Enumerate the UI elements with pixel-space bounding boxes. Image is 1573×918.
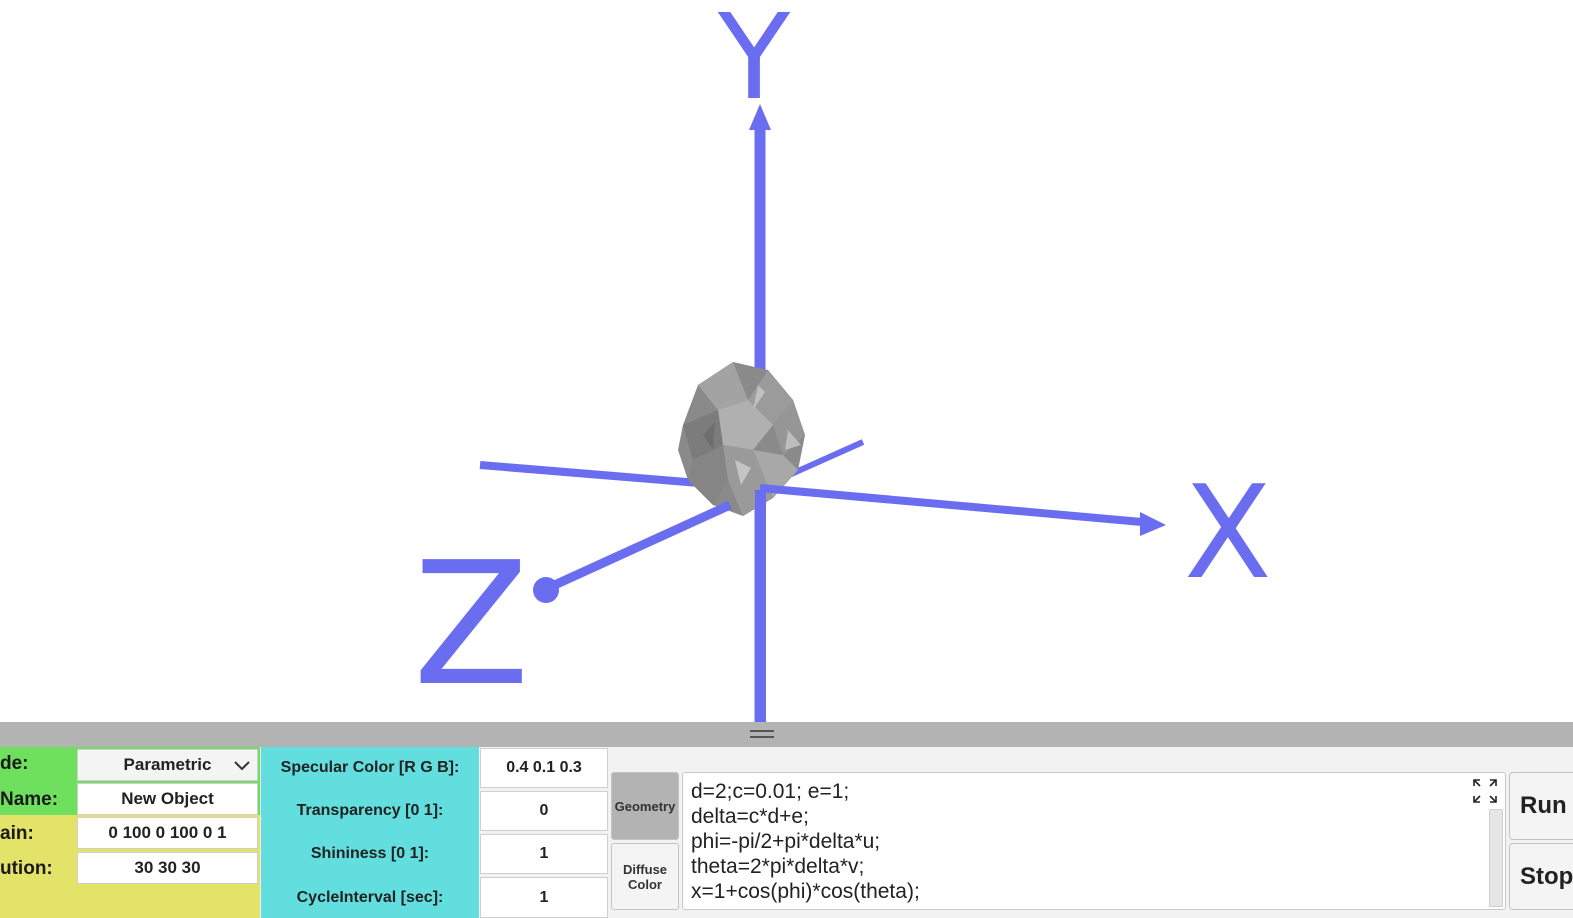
3d-viewport[interactable]: Y X Z (0, 0, 1573, 722)
editor-panel: de: Parametric Name: New Object ain: 0 1… (0, 747, 1573, 918)
z-axis-positive (546, 500, 732, 593)
panel-splitter[interactable] (0, 722, 1573, 747)
name-field[interactable]: New Object (77, 783, 258, 815)
y-axis-lower (755, 490, 766, 722)
chevron-down-icon (234, 761, 250, 771)
z-axis-cap (533, 577, 559, 603)
x-axis-positive (759, 484, 1143, 526)
diffuse-tab-label-line2: Color (628, 876, 662, 892)
code-line: theta=2*pi*delta*v; (691, 855, 865, 878)
expand-icon[interactable] (1471, 777, 1499, 805)
geometry-tab[interactable]: Geometry (611, 772, 679, 840)
diffuse-color-tab[interactable]: Diffuse Color (611, 843, 679, 910)
code-scrollbar[interactable] (1489, 809, 1503, 907)
shininess-label: Shininess [0 1]: (310, 845, 430, 862)
resolution-label: ution: (0, 858, 53, 879)
code-line: x=1+cos(phi)*cos(theta); (691, 880, 920, 903)
cycle-interval-field[interactable]: 1 (480, 877, 608, 918)
stop-button[interactable]: Stop (1509, 843, 1573, 910)
x-axis-arrow (1140, 512, 1166, 536)
splitter-grip-icon[interactable] (750, 730, 774, 738)
scene-canvas[interactable] (0, 0, 1573, 722)
mode-label: de: (0, 753, 29, 774)
properties-green-bg (0, 747, 77, 815)
mode-select-value: Parametric (123, 755, 212, 774)
z-axis-label: Z (413, 526, 530, 724)
code-editor[interactable]: d=2;c=0.01; e=1; delta=c*d+e; phi=-pi/2+… (682, 772, 1506, 910)
cycle-interval-label: CycleInterval [sec]: (296, 889, 444, 906)
y-axis-arrow (749, 104, 771, 130)
geometry-tab-label: Geometry (614, 798, 676, 814)
diffuse-tab-label-line1: Diffuse (622, 861, 668, 877)
code-line: phi=-pi/2+pi*delta*u; (691, 830, 881, 853)
run-button-label: Run (1520, 792, 1567, 819)
name-label: Name: (0, 789, 59, 810)
code-line: d=2;c=0.01; e=1; (691, 780, 850, 803)
domain-field[interactable]: 0 100 0 100 0 1 (77, 817, 258, 849)
transparency-label: Transparency [0 1]: (296, 802, 444, 819)
code-line: delta=c*d+e; (691, 805, 809, 828)
specular-label: Specular Color [R G B]: (280, 759, 460, 776)
material-cyan-bg (261, 747, 479, 918)
mode-select[interactable]: Parametric (77, 749, 258, 781)
run-button[interactable]: Run (1509, 772, 1573, 840)
x-axis-label: X (1184, 459, 1272, 608)
specular-field[interactable]: 0.4 0.1 0.3 (480, 748, 608, 788)
domain-label: ain: (0, 823, 34, 844)
y-axis-label: Y (718, 0, 791, 126)
resolution-field[interactable]: 30 30 30 (77, 852, 258, 884)
parametric-object (678, 362, 805, 516)
transparency-field[interactable]: 0 (480, 791, 608, 831)
shininess-field[interactable]: 1 (480, 834, 608, 874)
stop-button-label: Stop (1520, 862, 1573, 890)
